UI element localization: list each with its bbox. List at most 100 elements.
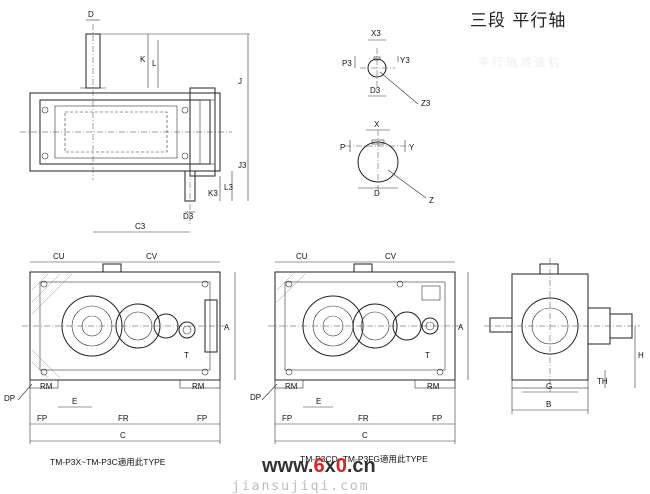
dim-z: Z (429, 196, 434, 205)
mid-mount-bolt (396, 280, 404, 288)
leader-z (387, 169, 427, 199)
dim-d-large: D (374, 189, 380, 198)
left-gear-large (61, 295, 123, 357)
mid-gear-mid-hub (360, 311, 390, 341)
brand-part: .cn (347, 455, 376, 477)
mid-gear-small (392, 311, 422, 341)
mid-mount-bolt (436, 368, 444, 376)
dim-fr-left: FR (118, 414, 129, 423)
mid-top-box (421, 285, 441, 301)
left-gear-large-bore (81, 315, 103, 337)
leader-dp-mid (261, 383, 278, 401)
left-mount-bolt (201, 280, 209, 288)
dim-p3: P3 (342, 59, 352, 68)
dim-fr-mid: FR (358, 414, 369, 423)
caption-left: TM-P3X~TM-P3C適用此TYPE (50, 457, 166, 467)
left-hatching (31, 273, 73, 315)
left-gear-input-bore (182, 325, 192, 335)
dim-l3: L3 (224, 183, 233, 192)
dim-fp-mid-a: FP (282, 414, 292, 423)
dim-z3: Z3 (421, 99, 431, 108)
left-mount-bolt (40, 280, 48, 288)
dim-rm-mid-a: RM (285, 382, 298, 391)
dim-rm-mid-b: RM (427, 382, 440, 391)
brand-part: x (325, 455, 336, 477)
mid-hatching (276, 273, 306, 303)
watermark-url: jiansujiqi.com (232, 479, 370, 494)
mid-gear-input (421, 317, 439, 335)
dim-g: G (546, 382, 552, 391)
dim-y3: Y3 (400, 56, 410, 65)
dim-rm-left-a: RM (40, 382, 53, 391)
mid-mount-bolt (285, 280, 293, 288)
dim-c-mid: C (362, 431, 368, 440)
mid-breather (353, 263, 373, 273)
mid-gear-large (302, 295, 364, 357)
dim-dp-left: DP (4, 394, 15, 403)
mid-gear-large-bore (322, 315, 344, 337)
dim-l: L (152, 59, 157, 68)
left-mount-bolt (201, 368, 209, 376)
leader-dp-left (17, 383, 33, 401)
left-gear-mid-hub (123, 311, 153, 341)
dim-cv-left: CV (146, 252, 158, 261)
dim-th: TH (597, 377, 608, 386)
left-output-boss (204, 299, 218, 353)
brand-part: 0 (336, 455, 347, 477)
dim-h: H (638, 351, 644, 360)
dim-p: P (340, 143, 345, 152)
side-input-shaft (489, 317, 513, 333)
leader-z3 (379, 71, 419, 105)
mid-mount-bolt (285, 368, 293, 376)
drawing-title: 三段 平行轴 (470, 11, 566, 31)
dim-j: J (238, 77, 242, 86)
dim-fp-mid-b: FP (432, 414, 442, 423)
shaft-detail-large: X Y P D Z (340, 120, 434, 205)
left-gear-input (178, 321, 196, 339)
side-view: H TH G B (484, 258, 644, 414)
top-bolt (41, 106, 49, 114)
dim-y: Y (409, 143, 415, 152)
watermark-brand: www.6x0.cn (261, 455, 376, 477)
front-view-middle: CU CV A T RM RM DP E FP FR FP C TM-P3CD~… (250, 252, 469, 464)
top-bolt (181, 152, 189, 160)
mid-gear-mid (352, 303, 398, 349)
dim-c-left: C (120, 431, 126, 440)
side-breather (539, 263, 559, 275)
left-breather (102, 263, 122, 273)
left-gear-mid (115, 303, 161, 349)
dim-e-mid: E (316, 397, 321, 406)
ghost-text: 平 行 轴 减 速 机 (478, 55, 559, 69)
mid-gear-input-bore (425, 321, 435, 331)
top-view: D K L J J3 K3 L3 D3 C3 (20, 10, 250, 233)
dim-b: B (546, 400, 551, 409)
dim-t-mid: T (425, 351, 430, 360)
brand-part: 6 (313, 455, 324, 477)
left-gear-small (153, 313, 179, 339)
side-base (511, 379, 589, 389)
caption-middle: TM-P3CD~TM-P3FG適用此TYPE (300, 454, 428, 464)
brand-part: www. (261, 455, 313, 477)
dim-x3: X3 (371, 29, 381, 38)
dim-k: K (140, 55, 146, 64)
dim-k3: K3 (208, 189, 218, 198)
top-bolt (181, 106, 189, 114)
dim-rm-left-b: RM (192, 382, 205, 391)
dim-j3: J3 (238, 161, 247, 170)
dim-c3: C3 (135, 222, 146, 231)
dim-cu-left: CU (53, 252, 65, 261)
dim-x: X (374, 120, 380, 129)
dim-e-left: E (72, 397, 77, 406)
shaft-detail-small: X3 Y3 P3 D3 Z3 (342, 29, 431, 108)
dim-d3: D3 (183, 212, 194, 221)
dim-t-left: T (184, 351, 189, 360)
left-hatching-low (31, 349, 61, 379)
dim-cu-mid: CU (296, 252, 308, 261)
watermark: www.6x0.cn jiansujiqi.com (232, 455, 376, 494)
dim-d3-small: D3 (370, 86, 381, 95)
left-mount-bolt (40, 368, 48, 376)
dim-a-mid: A (458, 323, 464, 332)
dim-cv-mid: CV (385, 252, 397, 261)
